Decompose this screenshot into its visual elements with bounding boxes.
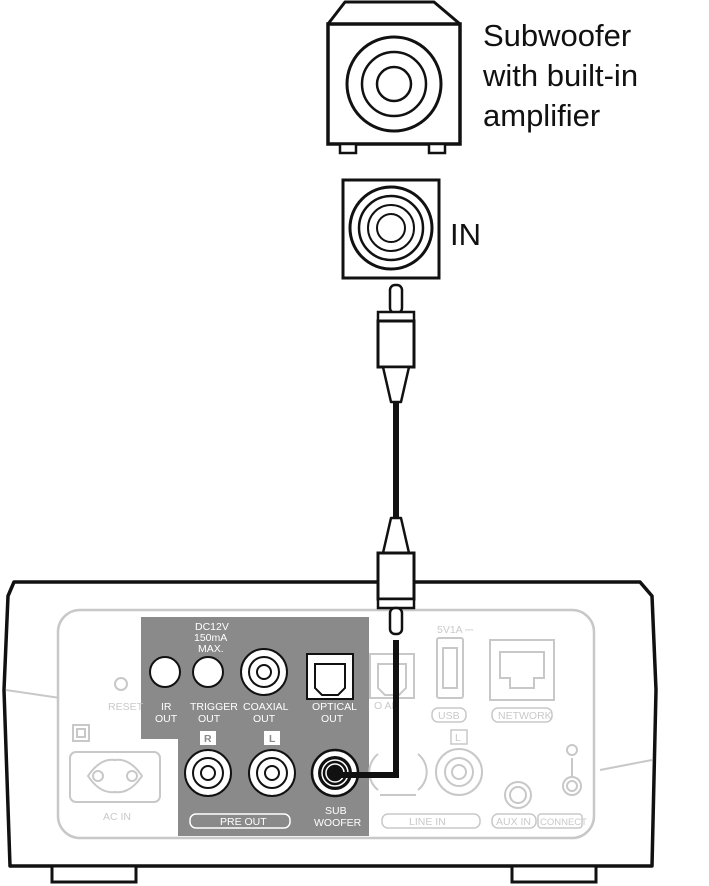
network-port bbox=[489, 639, 555, 701]
network-label: NETWORK bbox=[498, 710, 552, 722]
optical-out-label-1: OPTICAL bbox=[312, 701, 357, 713]
connect-label: CONNECT bbox=[540, 817, 587, 828]
ir-out-jack bbox=[149, 656, 181, 688]
dc-label-line2: 150mA bbox=[194, 632, 227, 644]
subwoofer-input-jack bbox=[341, 178, 441, 280]
connect-button bbox=[562, 776, 582, 796]
input-jack-label: IN bbox=[450, 217, 481, 252]
pre-out-l-badge: L bbox=[269, 733, 276, 745]
line-in-label: LINE IN bbox=[409, 816, 446, 828]
subwoofer-caption-line1: Subwoofer bbox=[483, 18, 631, 53]
pre-out-label: PRE OUT bbox=[220, 816, 267, 828]
connect-indicator bbox=[566, 744, 578, 756]
optical-out-label-2: OUT bbox=[321, 713, 344, 725]
usb-power-label: 5V1A ⎓ bbox=[437, 624, 474, 636]
sub-woofer-label-2: WOOFER bbox=[314, 817, 362, 829]
optical-in-label: O AL bbox=[374, 700, 398, 712]
subwoofer-caption-line2: with built-in bbox=[482, 58, 638, 93]
optical-in-port bbox=[369, 653, 415, 699]
ac-in-socket bbox=[69, 751, 161, 803]
reset-label: RESET bbox=[108, 701, 144, 713]
subwoofer-caption-line3: amplifier bbox=[483, 98, 600, 133]
ir-out-label-2: OUT bbox=[155, 713, 178, 725]
usb-port bbox=[436, 637, 464, 699]
usb-label: USB bbox=[438, 710, 460, 722]
coaxial-out-label-2: OUT bbox=[253, 713, 276, 725]
coaxial-out-label-1: COAXIAL bbox=[243, 701, 289, 713]
rca-cable bbox=[335, 283, 416, 778]
trigger-out-label-2: OUT bbox=[198, 713, 221, 725]
sub-woofer-label-1: SUB bbox=[325, 805, 347, 817]
dc-label-line1: DC12V bbox=[195, 621, 229, 633]
trigger-out-jack bbox=[192, 656, 224, 688]
pre-out-r-badge: R bbox=[204, 733, 212, 745]
subwoofer-illustration bbox=[326, 0, 462, 155]
ac-in-label: AC IN bbox=[103, 811, 131, 823]
line-in-l-badge: L bbox=[455, 732, 461, 744]
reset-button bbox=[114, 677, 128, 691]
aux-in-label: AUX IN bbox=[496, 816, 531, 828]
aux-in-jack bbox=[504, 781, 532, 809]
line-in-l-jack bbox=[435, 748, 483, 796]
ir-out-label-1: IR bbox=[161, 701, 172, 713]
dc-label-line3: MAX. bbox=[198, 643, 224, 655]
trigger-out-label-1: TRIGGER bbox=[190, 701, 238, 713]
